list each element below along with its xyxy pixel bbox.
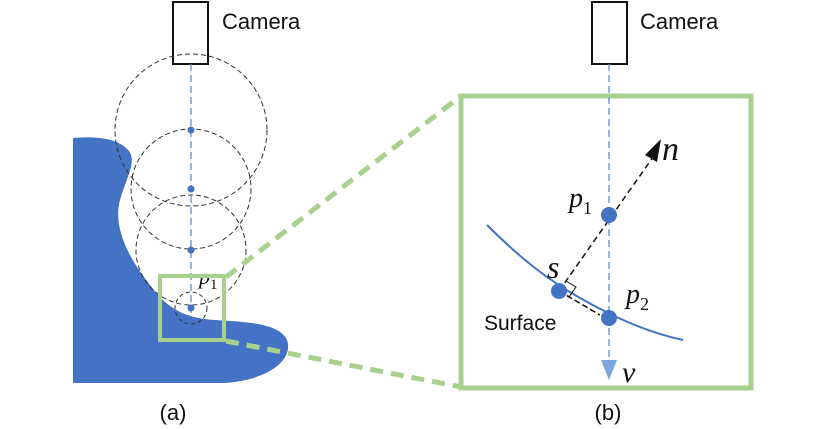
camera-label-a: Camera <box>222 9 301 34</box>
sphere-center-1 <box>187 126 195 134</box>
caption-a: (a) <box>160 400 187 425</box>
sphere-center-2 <box>187 185 195 193</box>
zoom-connector-bottom <box>225 338 462 390</box>
panel-b: Camera n p1 s p2 Surface v (b) <box>458 1 754 425</box>
point-p1-b <box>601 207 617 223</box>
sphere-3 <box>135 194 247 306</box>
panel-a: Camera p1 (a) <box>73 1 301 425</box>
camera-label-b: Camera <box>640 9 719 34</box>
point-s <box>551 283 567 299</box>
view-arrow-icon <box>601 360 617 380</box>
caption-b: (b) <box>595 400 622 425</box>
point-p2-b <box>601 310 617 326</box>
normal-arrow-icon <box>645 139 661 162</box>
object-shape <box>73 137 289 383</box>
surface-curve <box>486 224 684 341</box>
sphere-1 <box>114 53 268 207</box>
sphere-4 <box>174 291 208 325</box>
camera-box-a <box>172 1 209 65</box>
normal-label: n <box>662 131 679 168</box>
right-angle-marker <box>565 280 577 298</box>
sphere-center-4 <box>187 304 195 312</box>
p1-label-b: p1 <box>567 183 592 218</box>
point-label-a: p1 <box>197 264 218 293</box>
zoom-highlight-box <box>158 274 226 342</box>
p2-label-b: p2 <box>624 279 649 314</box>
view-label: v <box>622 356 636 389</box>
tangent-segment <box>558 290 601 316</box>
camera-box-b <box>591 1 628 65</box>
zoom-connector-top <box>224 94 463 279</box>
surface-point-label: s <box>547 249 559 285</box>
surface-label: Surface <box>484 312 556 335</box>
sphere-center-3 <box>187 246 195 254</box>
normal-vector <box>558 149 659 292</box>
zoom-frame <box>458 93 754 391</box>
